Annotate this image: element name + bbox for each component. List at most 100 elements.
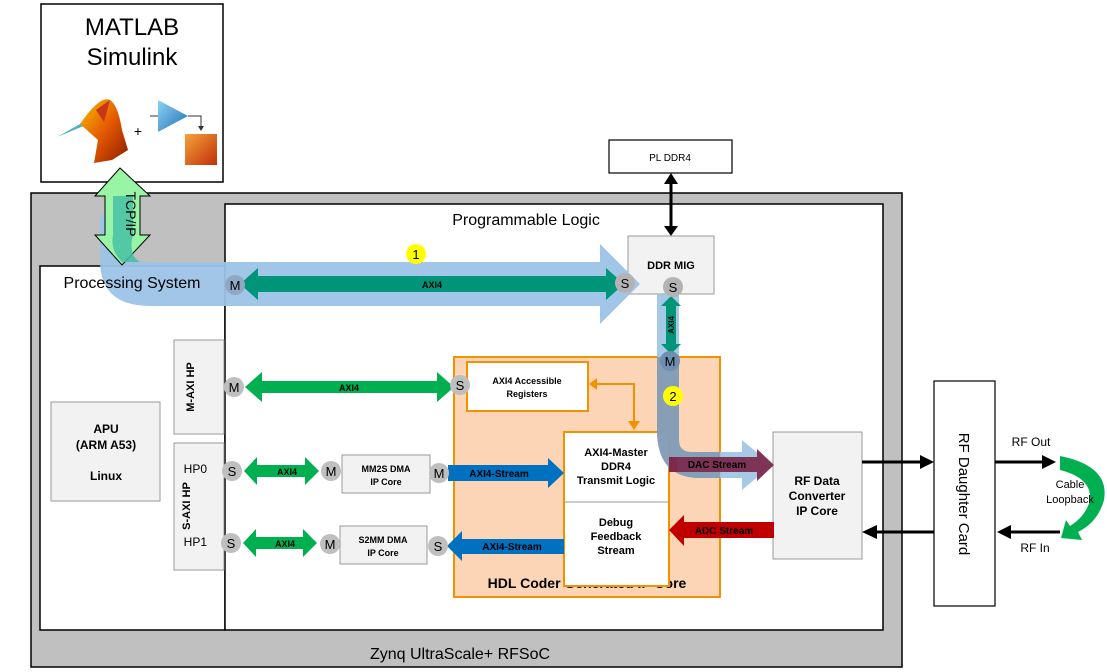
axi4-stream-mm2s-link: AXI4-Stream [448,458,564,488]
s2mm-label-line2: IP Core [367,548,398,558]
axi4-mig-ip-label: AXI4 [667,316,676,334]
ps-axi4-master-port: M [225,275,245,295]
processing-system-label: Processing System [64,275,201,292]
adc-stream-link: ADC Stream [669,515,774,546]
debug-line1: Debug [599,517,633,529]
mm2s-master-port-in: M [321,461,341,481]
svg-text:M: M [326,464,337,479]
s2mm-master-port: M [320,534,340,554]
rf-out-label: RF Out [1012,435,1051,449]
svg-text:M: M [229,380,240,395]
loopback-label-line1: Cable [1056,479,1085,491]
m-axi-hp-label: M-AXI HP [185,362,197,412]
m-axi-hp-master-port: M [224,377,244,397]
svg-text:M: M [230,278,241,293]
svg-text:S: S [456,378,465,393]
ddr-mig-label: DDR MIG [647,260,695,272]
axi4-hp1-link: AXI4 [243,529,317,557]
tx-logic-line3: Transmit Logic [577,475,655,487]
hp0-slave-port: S [222,461,242,481]
apu-block: APU (ARM A53) Linux [50,401,161,502]
cable-loopback-icon [1060,456,1105,540]
matlab-logo-icon [57,99,128,163]
register-connection-arrow [589,378,640,430]
s2mm-dma-block: S2MM DMA IP Core [339,525,428,565]
dac-stream-label: DAC Stream [688,460,746,471]
apu-label: APU [93,422,118,436]
tcp-ip-link: TCP/IP [93,167,152,266]
rf-converter-line1: RF Data [794,474,840,488]
registers-label-line1: AXI4 Accessible [492,376,561,386]
loopback-label-line2: Loopback [1046,494,1094,506]
s-axi-hp-port-block: S-AXI HP HP0 HP1 [173,442,225,571]
rf-in-arrow [997,525,1060,539]
m-axi-hp-port-block: M-AXI HP [173,339,225,435]
tx-logic-line2: DDR4 [601,461,632,473]
mm2s-label-line2: IP Core [370,477,401,487]
svg-text:M: M [665,354,676,369]
dac-stream-link: DAC Stream [669,449,774,481]
step-1-badge: 1 [406,244,426,264]
s-axi-hp-label: S-AXI HP [181,482,193,530]
step-2-badge: 2 [663,386,683,406]
axi4-m-axi-hp-label: AXI4 [339,383,359,393]
svg-text:M: M [325,537,336,552]
axi4-m-axi-hp-link: AXI4 [245,372,454,402]
registers-slave-port: S [450,375,470,395]
axi4-ps-to-ddr-mig-link: AXI4 [240,268,624,300]
ddr-mig-slave-port-2: S [663,277,683,297]
rf-daughter-card-block: RF Daughter Card [933,380,996,607]
hp1-slave-port: S [221,533,241,553]
axi4-stream-s2mm-link: AXI4-Stream [447,531,564,561]
svg-text:S: S [434,539,443,554]
ddr4-mig-connection-arrow [664,173,678,236]
axi4-hp0-label: AXI4 [277,467,297,477]
svg-text:1: 1 [412,247,419,262]
axi4-stream-tx-label: AXI4-Stream [469,469,529,480]
rf-in-label: RF In [1020,541,1049,555]
rf-converter-line2: Converter [789,489,846,503]
s2mm-label-line1: S2MM DMA [359,535,408,545]
axi4-hp0-link: AXI4 [244,457,319,485]
pl-ddr4-block: PL DDR4 [608,139,733,174]
zynq-rfsoc-label: Zynq UltraScale+ RFSoC [370,646,550,663]
simulink-logo-icon [150,100,217,165]
axi4-ps-ddr-label: AXI4 [422,280,442,290]
transmit-debug-block: AXI4-Master DDR4 Transmit Logic Debug Fe… [563,431,670,587]
rf-daughter-card-label: RF Daughter Card [955,433,972,556]
apu-os-label: Linux [90,469,122,483]
debug-line3: Stream [597,545,635,557]
tx-logic-line1: AXI4-Master [584,447,648,459]
pl-ddr4-label: PL DDR4 [649,153,691,164]
svg-text:2: 2 [669,389,676,404]
ddr-mig-slave-port-1: S [615,273,635,293]
apu-arm-label: (ARM A53) [76,438,136,452]
matlab-simulink-host: MATLAB Simulink + [40,3,224,183]
ip-core-master-port: M [660,351,680,371]
tcp-ip-label: TCP/IP [123,191,139,236]
converter-to-daughter-card-arrow [862,455,934,469]
adc-stream-label: ADC Stream [695,526,753,537]
svg-text:S: S [669,280,678,295]
registers-label-line2: Registers [506,389,547,399]
s2mm-slave-port: S [428,536,448,556]
mm2s-dma-block: MM2S DMA IP Core [341,454,431,494]
rf-out-arrow [995,455,1056,469]
axi4-mig-to-ip-core-link: AXI4 [661,296,681,354]
programmable-logic-label: Programmable Logic [452,212,600,229]
svg-text:S: S [621,276,630,291]
axi4-hp1-label: AXI4 [275,539,295,549]
hp0-label: HP0 [184,462,208,476]
debug-line2: Feedback [591,531,643,543]
daughter-card-to-converter-arrow [862,525,934,539]
host-title-line2: Simulink [87,44,179,71]
plus-sign: + [134,123,142,139]
mm2s-label-line1: MM2S DMA [362,464,411,474]
svg-text:S: S [227,536,236,551]
rf-converter-line3: IP Core [796,504,838,518]
svg-text:S: S [228,464,237,479]
axi4-stream-rx-label: AXI4-Stream [482,542,542,553]
axi4-registers-block: AXI4 Accessible Registers [466,361,589,412]
rf-data-converter-block: RF Data Converter IP Core [772,431,863,560]
